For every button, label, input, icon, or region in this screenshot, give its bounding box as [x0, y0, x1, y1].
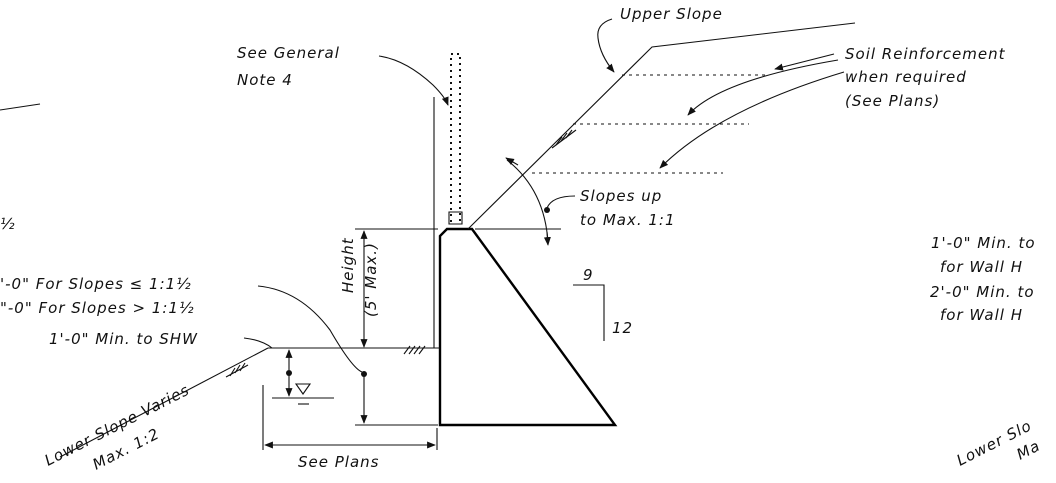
when-required-label: when required: [845, 68, 967, 86]
see-plans-note-label: (See Plans): [845, 92, 940, 110]
height-max-label: (5' Max.): [362, 242, 380, 317]
leader-slope-note: [257, 285, 363, 373]
leader-general-note: [378, 55, 449, 106]
batter-run-label: 9: [583, 266, 594, 284]
max-slope-label: to Max. 1:1: [580, 211, 676, 229]
min-shw-label: 1'-0" Min. to SHW: [49, 330, 198, 348]
right-note-4: for Wall H: [940, 306, 1023, 324]
upper-slope-line: [467, 22, 856, 230]
see-general-label: See General: [237, 44, 340, 62]
lower-slope-line: [59, 347, 269, 458]
dim-dot: [361, 371, 367, 377]
batter-symbol: [573, 284, 605, 341]
soil-reinforcement-label: Soil Reinforcement: [845, 45, 1006, 63]
left-partial-line: [0, 103, 41, 111]
note-4-label: Note 4: [237, 71, 293, 89]
slope-note-2: "-0" For Slopes > 1:1½: [0, 299, 194, 317]
ground-hatch-front: [399, 345, 435, 355]
slope-note-1: '-0" For Slopes ≤ 1:1½: [0, 275, 192, 293]
height-label: Height: [339, 237, 357, 293]
left-fraction-label: ½: [0, 215, 16, 233]
wall-profile: [438, 227, 618, 427]
ground-hatch-lower: [225, 362, 249, 378]
fence-post: [448, 53, 463, 225]
leader-slopes-up: [546, 195, 576, 209]
leader-soil-reinf-2: [687, 59, 839, 116]
right-note-3: 2'-0" Min. to: [930, 283, 1035, 301]
right-note-2: for Wall H: [940, 258, 1023, 276]
batter-rise-label: 12: [612, 319, 633, 337]
ground-hatch-upper: [551, 129, 577, 149]
leader-soil-reinf-1: [774, 53, 835, 71]
leader-soil-reinf-3: [659, 71, 845, 169]
slopes-up-label: Slopes up: [580, 187, 662, 205]
upper-slope-label: Upper Slope: [620, 5, 723, 23]
water-symbol: [294, 383, 312, 395]
leader-upper-slope: [597, 18, 615, 73]
see-plans-label: See Plans: [298, 453, 379, 471]
right-note-1: 1'-0" Min. to: [931, 234, 1036, 252]
leader-min-shw: [243, 337, 273, 349]
